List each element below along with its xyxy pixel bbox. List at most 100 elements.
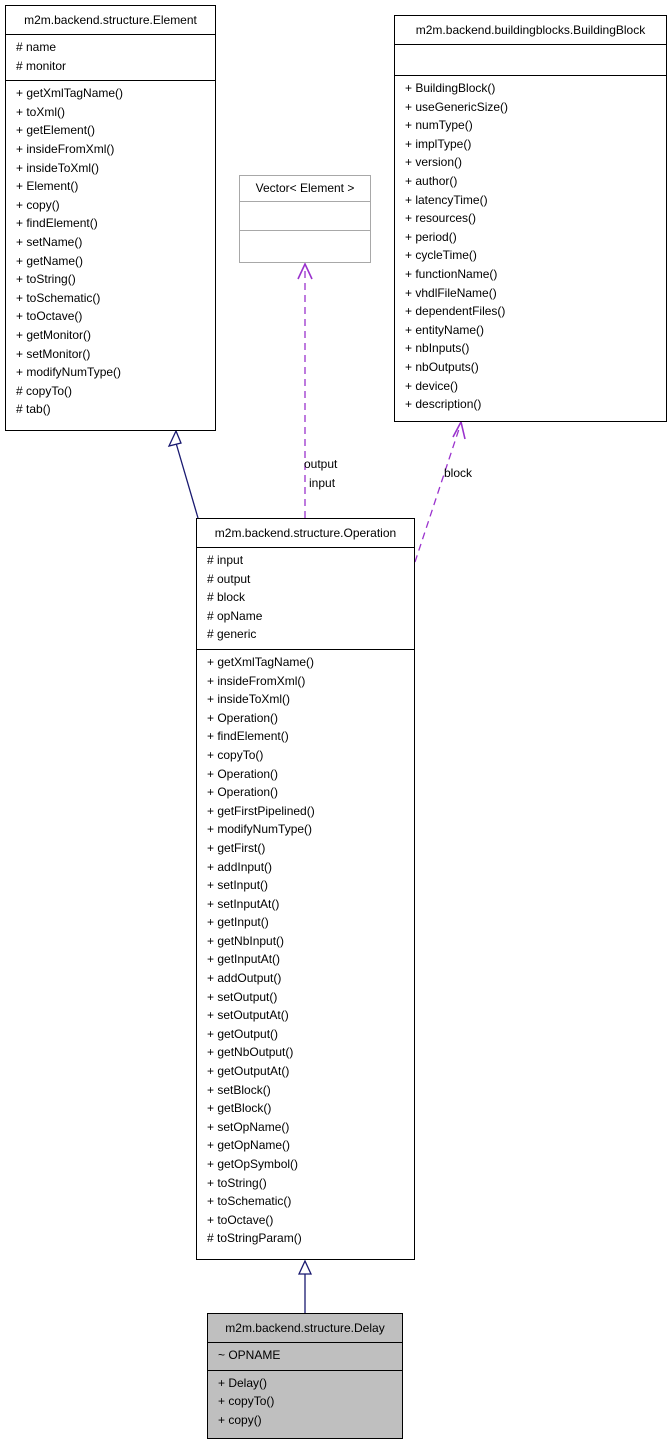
class-operation-operations: + getXmlTagName() + insideFromXml() + insi… — [197, 650, 414, 1253]
operation-row: + dependentFiles() — [405, 304, 506, 319]
operation-row: + getNbOutput() — [207, 1045, 294, 1060]
class-building-block-name: m2m.backend.buildingblocks.BuildingBlock — [395, 16, 666, 45]
operation-row: + Operation() — [207, 710, 279, 725]
operation-row: + nbOutputs() — [405, 359, 479, 374]
operation-row: + insideToXml() — [16, 160, 100, 175]
operation-row: + toOctave() — [16, 309, 83, 324]
operation-row: + version() — [405, 155, 463, 170]
operation-row: + modifyNumType() — [207, 822, 313, 837]
operation-row: + insideFromXml() — [207, 673, 306, 688]
operation-row: + getElement() — [16, 123, 96, 138]
operation-row: + Element() — [16, 179, 79, 194]
association-edge-block — [414, 425, 461, 563]
operation-row: + getInput() — [207, 915, 269, 930]
operation-row: + setName() — [16, 234, 83, 249]
operation-row: + useGenericSize() — [405, 99, 509, 114]
operation-row: + numType() — [405, 118, 473, 133]
operation-row: + setInputAt() — [207, 896, 280, 911]
operation-row: + author() — [405, 173, 458, 188]
class-element-operations: + getXmlTagName() + toXml() + getElement()… — [6, 81, 215, 424]
operation-row: + getOutputAt() — [207, 1064, 290, 1079]
edge-label-block: block — [444, 466, 473, 480]
class-building-block: m2m.backend.buildingblocks.BuildingBlock… — [394, 15, 667, 422]
attribute-row: # block — [207, 590, 246, 605]
edge-label-output: output — [304, 457, 338, 471]
inheritance-arrowhead-operation — [297, 1259, 313, 1275]
operation-row: + modifyNumType() — [16, 365, 122, 380]
operation-row: + nbInputs() — [405, 341, 470, 356]
inheritance-edge-operation-element — [175, 442, 199, 519]
operation-row: + toString() — [16, 272, 76, 287]
attribute-row: # input — [207, 553, 244, 567]
operation-row: # tab() — [16, 402, 51, 417]
operation-row: + getInputAt() — [207, 952, 281, 967]
operation-row: + cycleTime() — [405, 248, 477, 263]
class-operation-name: m2m.backend.structure.Operation — [197, 519, 414, 548]
operation-row: + functionName() — [405, 266, 498, 281]
operation-row: + setBlock() — [207, 1082, 271, 1097]
class-delay: m2m.backend.structure.Delay ~ OPNAME + D… — [207, 1313, 403, 1439]
operation-row: + vhdlFileName() — [405, 285, 497, 300]
operation-row: + copyTo() — [207, 747, 264, 762]
operation-row: + getFirstPipelined() — [207, 803, 315, 818]
operation-row: + toOctave() — [207, 1212, 274, 1227]
operation-row: + addInput() — [207, 859, 273, 874]
operation-row: + getOutput() — [207, 1026, 279, 1041]
operation-row: # toStringParam() — [207, 1231, 302, 1246]
class-element-attributes: # name # monitor — [6, 35, 215, 82]
operation-row: + getOpName() — [207, 1138, 291, 1153]
operation-row: + copyTo() — [218, 1394, 275, 1409]
class-vector-name: Vector< Element > — [240, 176, 370, 202]
operation-row: + Operation() — [207, 766, 279, 781]
operation-row: + setOpName() — [207, 1119, 290, 1134]
operation-row: + toXml() — [16, 104, 66, 119]
operation-row: + setMonitor() — [16, 346, 91, 361]
operation-row: + getXmlTagName() — [207, 654, 315, 669]
operation-row: + findElement() — [16, 216, 98, 231]
class-element: m2m.backend.structure.Element # name # mo… — [5, 5, 216, 431]
class-operation-attributes: # input# output# block# opName# generic — [197, 548, 414, 650]
operation-row: + device() — [405, 378, 459, 393]
operation-row: + toString() — [207, 1175, 267, 1190]
operation-row: + BuildingBlock() — [405, 81, 496, 95]
operation-row: + resources() — [405, 211, 477, 226]
class-operation: m2m.backend.structure.Operation # input #… — [196, 518, 415, 1260]
attribute-row: # output — [207, 571, 251, 586]
operation-row: + entityName() — [405, 322, 485, 337]
operation-row: + description() — [405, 397, 482, 412]
operation-row: + insideFromXml() — [16, 141, 115, 156]
operation-row: + getOpSymbol() — [207, 1157, 299, 1171]
class-vector-operations — [240, 231, 370, 259]
class-building-block-attributes — [395, 45, 666, 76]
operation-row: + getXmlTagName() — [16, 86, 124, 101]
operation-row: + toSchematic() — [16, 290, 101, 305]
operation-row: + latencyTime() — [405, 192, 488, 207]
attribute-row: # name — [16, 40, 57, 54]
operation-row: + setInput() — [207, 878, 269, 893]
edge-label-input: input — [309, 476, 336, 490]
operation-row: + addOutput() — [207, 971, 282, 986]
attribute-row: # monitor — [16, 58, 67, 73]
class-element-name: m2m.backend.structure.Element — [6, 6, 215, 35]
operation-row: # copyTo() — [16, 383, 73, 398]
operation-row: + period() — [405, 229, 457, 244]
operation-row: + copy() — [16, 197, 60, 212]
operation-row: + getFirst() — [207, 840, 266, 855]
operation-row: + Operation() — [207, 785, 279, 800]
operation-row: + getBlock() — [207, 1101, 272, 1116]
inheritance-arrowhead-element — [167, 429, 182, 447]
class-delay-operations: + Delay()+ copyTo()+ copy() — [208, 1371, 402, 1435]
class-building-block-operations: + BuildingBlock() + useGenericSize() + num… — [395, 76, 666, 419]
operation-row: + setOutputAt() — [207, 1008, 289, 1023]
operation-row: + Delay() — [218, 1375, 268, 1390]
operation-row: + insideToXml() — [207, 692, 291, 707]
operation-row: + toSchematic() — [207, 1194, 292, 1209]
class-vector: Vector< Element > — [239, 175, 371, 263]
operation-row: + getName() — [16, 253, 84, 268]
operation-row: + getMonitor() — [16, 327, 92, 342]
class-vector-attributes — [240, 202, 370, 231]
association-arrowhead-block — [452, 419, 466, 440]
class-delay-attributes: ~ OPNAME — [208, 1343, 402, 1371]
association-arrowhead-vector — [297, 262, 313, 280]
